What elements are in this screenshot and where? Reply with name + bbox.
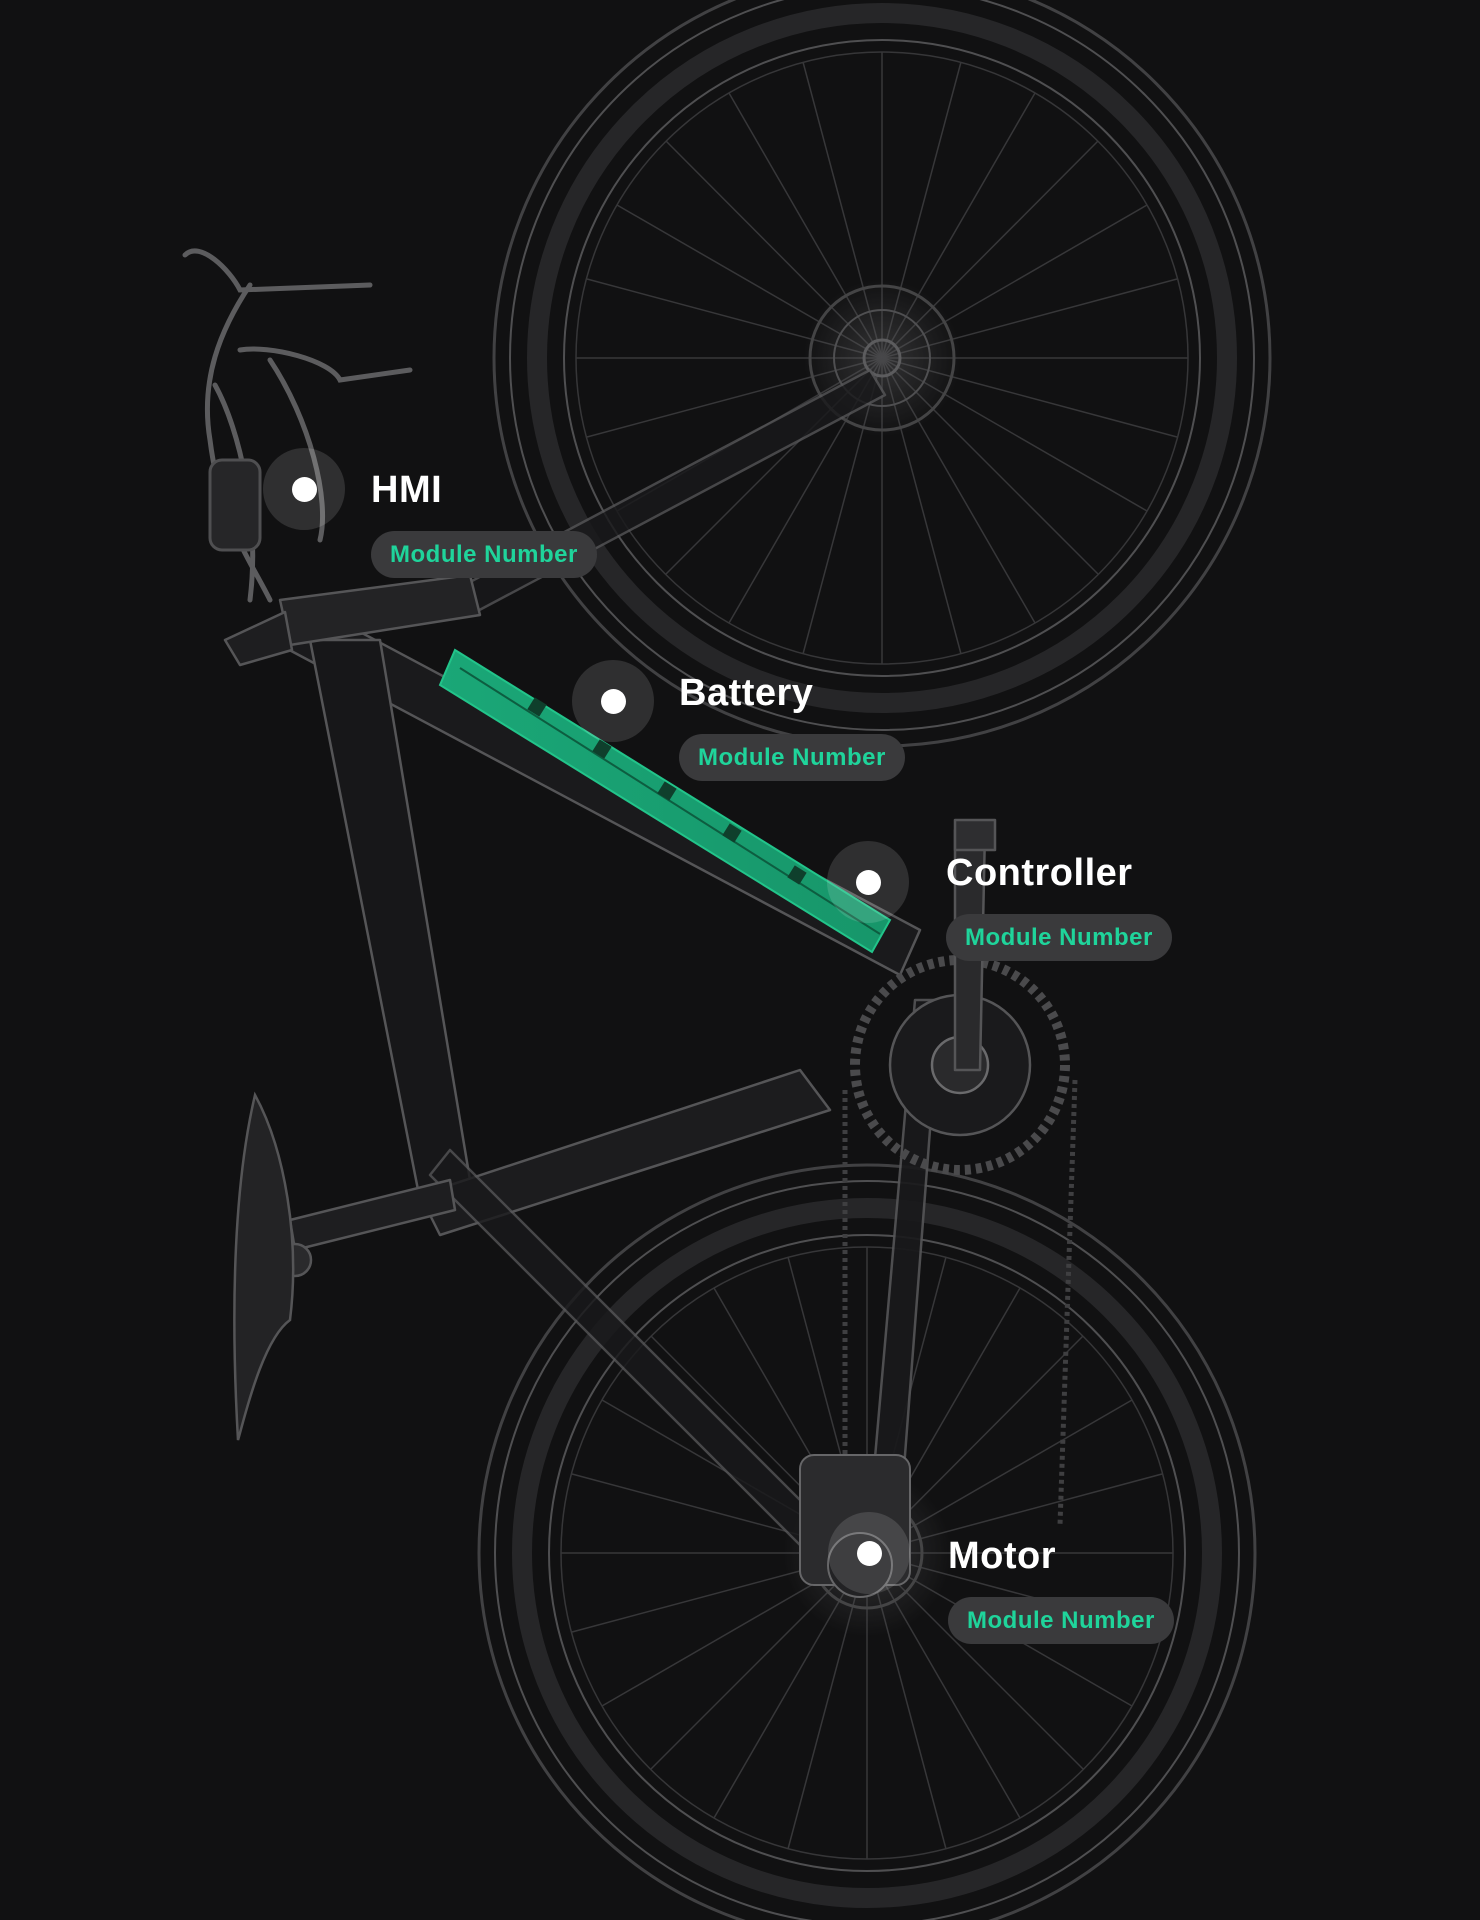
controller-label-group: Controller Module Number — [946, 852, 1172, 962]
hmi-label-group: HMI Module Number — [371, 469, 597, 579]
handlebar — [182, 248, 413, 603]
hmi-title: HMI — [371, 469, 443, 511]
battery-hotspot-dot — [600, 688, 626, 714]
battery-label-group: Battery Module Number — [679, 672, 905, 782]
upper-wheel — [492, 0, 1272, 748]
battery-module-number-badge[interactable]: Module Number — [679, 734, 905, 782]
motor-hotspot-dot — [856, 1540, 882, 1566]
battery-title: Battery — [679, 672, 814, 714]
motor-label-group: Motor Module Number — [948, 1535, 1174, 1645]
bike-frame — [223, 368, 1078, 1557]
hmi-hotspot-dot — [291, 476, 317, 502]
controller-title: Controller — [946, 852, 1133, 894]
saddle — [233, 1091, 295, 1441]
hmi-module-number-badge[interactable]: Module Number — [371, 531, 597, 579]
controller-hotspot-dot — [855, 869, 881, 895]
controller-module-number-badge[interactable]: Module Number — [946, 914, 1172, 962]
motor-title: Motor — [948, 1535, 1057, 1577]
battery-pack — [438, 648, 892, 954]
motor-module-number-badge[interactable]: Module Number — [948, 1597, 1174, 1645]
